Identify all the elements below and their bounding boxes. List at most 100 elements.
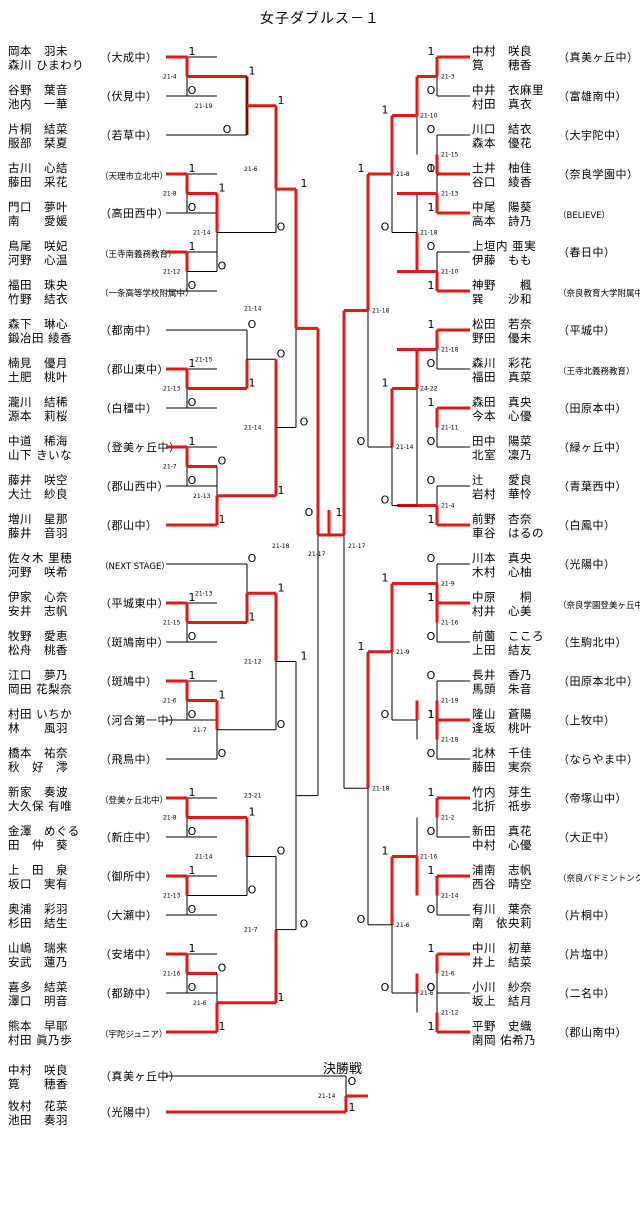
score-label: 21-4 (163, 74, 177, 81)
score-label: 21-15 (163, 620, 181, 627)
school-name: （大瀬中） (100, 909, 158, 922)
school-name: （片塩中） (558, 948, 616, 961)
school-name: （田原本北中） (558, 675, 639, 688)
score-label: 21-13 (441, 191, 459, 198)
win-mark: 1 (219, 182, 226, 195)
player-name: 森田 真央 (472, 395, 532, 409)
player-name: 巽 沙和 (472, 292, 532, 306)
player-name: 林 風羽 (8, 721, 68, 735)
player-name: 橋本 祐奈 (8, 746, 68, 760)
player-name: 平野 史織 (472, 1019, 532, 1033)
player-names: 小川 紗奈坂上 結月 (472, 980, 532, 1008)
school-name: （高田西中） (100, 207, 169, 220)
player-name: 秋 好 澪 (8, 760, 68, 774)
player-name: 中村 心優 (472, 838, 532, 852)
player-names: 浦南 志帆西谷 晴空 (472, 863, 532, 891)
player-name: 中川 初華 (472, 941, 532, 955)
player-names: 中原 桐村井 心美 (472, 590, 532, 618)
player-names: 森川 彩花福田 真菜 (472, 356, 532, 384)
player-name: 有川 葉奈 (472, 902, 532, 916)
player-names: 岡本 羽未森川 ひまわり (8, 44, 84, 72)
player-names: 有川 葉奈南 依央莉 (472, 902, 532, 930)
player-name: 河野 心温 (8, 253, 68, 267)
school-name: （大正中） (558, 831, 616, 844)
win-mark: 1 (189, 591, 196, 604)
score-label: 24-22 (420, 386, 438, 393)
win-mark: 1 (428, 708, 435, 721)
school-name: （田原本中） (558, 402, 627, 415)
player-names: 上垣内 亜実伊藤 もも (472, 239, 536, 267)
player-name: 服部 栞夏 (8, 136, 68, 150)
school-name: （天理市立北中） (100, 172, 169, 182)
page-title: 女子ダブルス－１ (260, 11, 380, 27)
score-label: 21-18 (372, 785, 390, 792)
school-name: （奈良学園中） (558, 168, 639, 181)
win-mark: 1 (428, 1020, 435, 1033)
score-label: 21-10 (441, 269, 459, 276)
player-names: 前薗 こころ上田 結友 (472, 629, 544, 657)
player-names: 喜多 結菜澤口 明音 (8, 980, 68, 1008)
player-names: 牧村 花菜池田 奏羽 (8, 1099, 68, 1127)
player-names: 増川 星那藤井 音羽 (8, 512, 68, 540)
player-name: 川本 真央 (472, 551, 532, 565)
win-mark: 1 (189, 669, 196, 682)
player-name: 奥浦 彩羽 (8, 902, 68, 916)
lose-mark: O (188, 630, 197, 643)
lose-mark: O (277, 347, 286, 360)
score-label: 21-11 (441, 425, 459, 432)
school-name: （帝塚山中） (558, 792, 627, 805)
school-name: （登美ヶ丘北中） (100, 796, 169, 806)
player-names: 田中 陽菜北室 凜乃 (472, 434, 532, 462)
school-name: （緑ヶ丘中） (558, 441, 627, 454)
school-name: （新庄中） (100, 831, 158, 844)
score-label: 21-7 (163, 464, 177, 471)
player-name: 中原 桐 (472, 590, 532, 604)
lose-mark: O (381, 981, 390, 994)
player-name: 瀧川 結稀 (8, 395, 68, 409)
win-mark: 1 (249, 65, 256, 78)
score-label: 21-7 (193, 727, 207, 734)
player-name: 馬頭 朱音 (472, 682, 532, 696)
player-names: 長井 香乃馬頭 朱音 (472, 668, 532, 696)
score-label: 21-6 (396, 922, 410, 929)
player-name: 神野 楓 (472, 278, 532, 292)
score-label: 21-8 (396, 171, 410, 178)
player-name: 竹野 結衣 (8, 292, 68, 306)
player-name: 牧村 花菜 (8, 1099, 68, 1113)
school-name: （宇陀ジュニア） (100, 1030, 168, 1040)
player-name: 筧 穂香 (472, 58, 532, 72)
player-name: 熊本 早耶 (8, 1019, 68, 1033)
player-names: 鳥尾 咲妃河野 心温 (8, 239, 68, 267)
win-mark: 1 (428, 864, 435, 877)
lose-mark: O (188, 981, 197, 994)
score-label: 21-8 (163, 815, 177, 822)
player-name: 藤井 咲空 (8, 473, 68, 487)
player-name: 前野 杏奈 (472, 512, 532, 526)
school-name: （御所中） (100, 870, 158, 883)
score-label: 21-16 (441, 620, 459, 627)
win-mark: 1 (278, 581, 285, 594)
school-name: （青葉西中） (558, 480, 627, 493)
win-mark: 1 (278, 484, 285, 497)
school-name: （都跡中） (100, 987, 158, 1000)
win-mark: 1 (428, 591, 435, 604)
score-label: 21-4 (441, 503, 455, 510)
lose-mark: O (277, 718, 286, 731)
player-name: 隆山 蒼陽 (472, 707, 532, 721)
player-names: 前野 杏奈車谷 はるの (472, 512, 544, 540)
player-name: 前薗 こころ (472, 629, 544, 643)
player-name: 田 仲 葵 (8, 838, 68, 852)
player-name: 岡本 羽未 (8, 44, 68, 58)
lose-mark: O (348, 1075, 357, 1088)
player-names: 中道 稀海山下 きいな (8, 434, 72, 462)
player-name: 新田 真花 (472, 824, 532, 838)
player-name: 中道 稀海 (8, 434, 68, 448)
player-name: 新家 奏波 (8, 785, 68, 799)
player-name: 澤口 明音 (8, 994, 68, 1008)
player-name: 小川 紗奈 (472, 980, 532, 994)
win-mark: 1 (278, 991, 285, 1004)
lose-mark: O (427, 669, 436, 682)
player-name: 松田 若奈 (472, 317, 532, 331)
score-label: 21-2 (441, 815, 455, 822)
player-name: 北室 凜乃 (472, 448, 532, 462)
